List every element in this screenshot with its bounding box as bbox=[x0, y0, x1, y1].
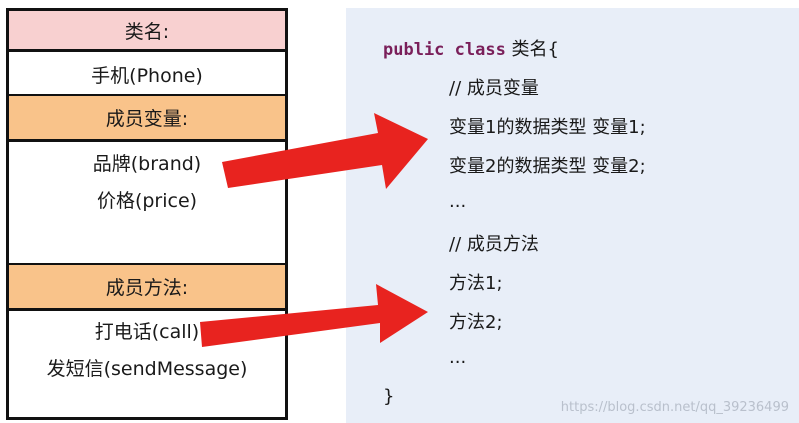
method-send-message: 发短信(sendMessage) bbox=[46, 358, 248, 380]
class-name-token: 类名{ bbox=[505, 39, 560, 60]
class-name-header: 类名: bbox=[9, 11, 285, 49]
divider bbox=[9, 49, 285, 52]
watermark: https://blog.csdn.net/qq_39236499 bbox=[560, 400, 789, 415]
methods-comment: // 成员方法 bbox=[449, 234, 539, 255]
class-declaration: public class 类名{ bbox=[383, 35, 559, 61]
method-call: 打电话(call) bbox=[94, 321, 200, 343]
attributes-header-label: 成员变量: bbox=[105, 108, 189, 130]
keyword-public-class: public class bbox=[383, 40, 506, 60]
code-method-line-2: 方法2; bbox=[449, 312, 503, 333]
code-panel: public class 类名{ // 成员变量 变量1的数据类型 变量1; 变… bbox=[346, 8, 799, 423]
divider bbox=[9, 94, 285, 97]
methods-header-label: 成员方法: bbox=[105, 277, 189, 299]
code-attr-line-1: 变量1的数据类型 变量1; bbox=[449, 117, 646, 138]
arrow-attributes-to-variables bbox=[222, 113, 428, 189]
class-diagram-box: 类名: 手机(Phone) 成员变量: 品牌(brand) 价格(price) … bbox=[6, 8, 288, 420]
closing-brace: } bbox=[383, 386, 395, 407]
attribute-brand: 品牌(brand) bbox=[92, 153, 202, 175]
attributes-header: 成员变量: bbox=[9, 96, 285, 139]
code-method-line-1: 方法1; bbox=[449, 273, 503, 294]
arrow-methods-to-methods bbox=[200, 284, 428, 347]
divider bbox=[9, 308, 285, 311]
code-method-ellipsis: ... bbox=[449, 347, 467, 368]
code-attr-line-2: 变量2的数据类型 变量2; bbox=[449, 156, 646, 177]
divider bbox=[9, 263, 285, 266]
divider bbox=[9, 139, 285, 142]
methods-header: 成员方法: bbox=[9, 265, 285, 308]
attributes-comment: // 成员变量 bbox=[449, 78, 539, 99]
attribute-price: 价格(price) bbox=[96, 190, 198, 212]
code-attr-ellipsis: ... bbox=[449, 191, 467, 212]
class-name-header-label: 类名: bbox=[124, 20, 170, 43]
class-name-value: 手机(Phone) bbox=[91, 65, 203, 87]
